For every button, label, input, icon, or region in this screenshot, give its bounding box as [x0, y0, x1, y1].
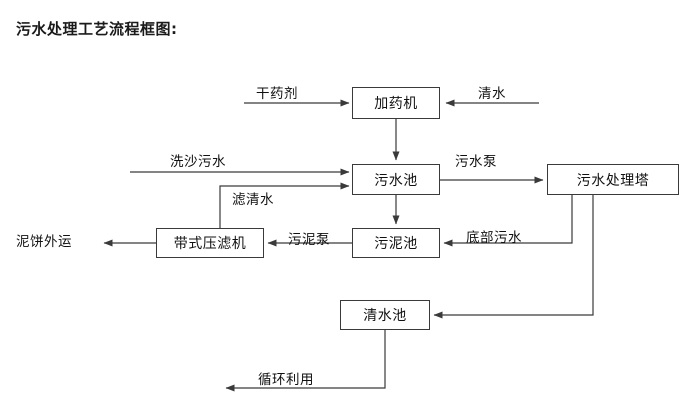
edge-label-filtrate-water: 滤清水	[232, 192, 274, 208]
node-clear-water-pool[interactable]: 清水池	[340, 300, 430, 330]
node-sewage-pool-label: 污水池	[374, 172, 418, 189]
edge-label-clean-water: 清水	[478, 86, 506, 102]
edge-treatment-tower-to-sludge-pool	[443, 195, 573, 247]
edge-label-sludge-pump: 污泥泵	[288, 232, 330, 248]
edge-label-sand-wash-sewage: 洗沙污水	[170, 154, 226, 170]
node-treatment-tower[interactable]: 污水处理塔	[547, 164, 679, 195]
edge-label-sewage-pump: 污水泵	[455, 154, 497, 170]
node-treatment-tower-label: 污水处理塔	[576, 172, 650, 189]
node-sewage-pool[interactable]: 污水池	[352, 164, 440, 195]
edge-label-recycle-use: 循环利用	[258, 372, 314, 388]
edge-belt-filter-to-sewage-pool	[219, 182, 350, 228]
edge-treatment-tower-to-clear-water-pool	[433, 195, 594, 319]
node-clear-water-pool-label: 清水池	[363, 308, 407, 324]
page-title: 污水处理工艺流程框图:	[16, 20, 178, 38]
edge-label-dry-reagent: 干药剂	[256, 86, 298, 102]
node-sludge-pool[interactable]: 污泥池	[352, 228, 440, 258]
terminal-label-mud-cake-export: 泥饼外运	[16, 234, 72, 250]
node-sludge-pool-label: 污泥池	[374, 236, 418, 252]
node-dosing-machine-label: 加药机	[374, 96, 418, 112]
node-dosing-machine[interactable]: 加药机	[352, 87, 440, 119]
edge-label-bottom-sewage: 底部污水	[466, 230, 522, 246]
node-belt-filter-press[interactable]: 带式压滤机	[156, 228, 264, 258]
edge-clear-water-pool-to-recycle	[225, 330, 386, 392]
node-belt-filter-press-label: 带式压滤机	[173, 236, 247, 252]
